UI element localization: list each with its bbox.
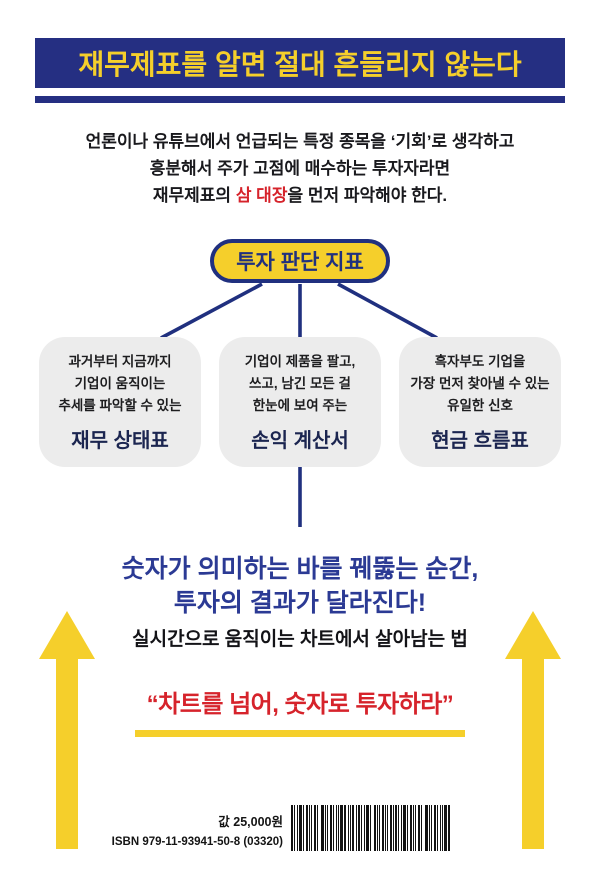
subheadline: 실시간으로 움직이는 차트에서 살아남는 법 bbox=[132, 629, 468, 650]
intro-line-3-suffix: 을 먼저 파악해야 한다. bbox=[287, 186, 448, 205]
intro-line-3-highlight: 삼 대장 bbox=[235, 186, 288, 205]
headline-line-1: 숫자가 의미하는 바를 꿰뚫는 순간, bbox=[121, 555, 479, 583]
banner-title: 재무제표를 알면 절대 흔들리지 않는다 bbox=[35, 38, 565, 88]
node-title: 재무 상태표 bbox=[71, 430, 169, 452]
intro-line-3-prefix: 재무제표의 bbox=[152, 186, 236, 205]
node-line: 추세를 파악할 수 있는 bbox=[58, 398, 182, 413]
headline-line-2: 투자의 결과가 달라진다! bbox=[173, 589, 427, 617]
footer-text: 값 25,000원 ISBN 979-11-93941-50-8 (03320) bbox=[112, 814, 283, 850]
price-label: 값 25,000원 bbox=[218, 815, 283, 829]
node-cash-flow: 흑자부도 기업을 가장 먼저 찾아낼 수 있는 유일한 신호 현금 흐름표 bbox=[399, 337, 561, 467]
node-line: 과거부터 지금까지 bbox=[68, 354, 172, 369]
quote: “차트를 넘어, 숫자로 투자하라” bbox=[146, 691, 454, 718]
node-income-statement: 기업이 제품을 팔고, 쓰고, 남긴 모든 걸 한눈에 보여 주는 손익 계산서 bbox=[219, 337, 381, 467]
node-title: 현금 흐름표 bbox=[431, 430, 529, 452]
intro-line-1: 언론이나 유튜브에서 언급되는 특정 종목을 ‘기회’로 생각하고 bbox=[85, 132, 515, 151]
node-line: 한눈에 보여 주는 bbox=[252, 398, 348, 413]
connector-right-line bbox=[337, 282, 438, 340]
intro-paragraph: 언론이나 유튜브에서 언급되는 특정 종목을 ‘기회’로 생각하고 흥분해서 주… bbox=[0, 128, 600, 209]
node-title: 손익 계산서 bbox=[251, 430, 349, 452]
node-line: 기업이 움직이는 bbox=[74, 376, 166, 391]
intro-line-3: 재무제표의 삼 대장을 먼저 파악해야 한다. bbox=[0, 182, 600, 209]
headline: 숫자가 의미하는 바를 꿰뚫는 순간, 투자의 결과가 달라진다! bbox=[0, 552, 600, 620]
banner-underline bbox=[35, 96, 565, 103]
isbn-label: ISBN 979-11-93941-50-8 (03320) bbox=[111, 836, 283, 848]
connector-left-line bbox=[160, 282, 263, 340]
node-line: 가장 먼저 찾아낼 수 있는 bbox=[410, 376, 550, 391]
node-balance-sheet: 과거부터 지금까지 기업이 움직이는 추세를 파악할 수 있는 재무 상태표 bbox=[39, 337, 201, 467]
intro-line-2: 흥분해서 주가 고점에 매수하는 투자자라면 bbox=[149, 159, 451, 178]
diagram-root-pill: 투자 판단 지표 bbox=[210, 239, 390, 283]
node-line: 쓰고, 남긴 모든 걸 bbox=[249, 376, 351, 391]
node-line: 흑자부도 기업을 bbox=[434, 354, 526, 369]
barcode bbox=[291, 805, 452, 851]
node-line: 유일한 신호 bbox=[447, 398, 513, 413]
node-line: 기업이 제품을 팔고, bbox=[244, 354, 356, 369]
quote-underline-bar bbox=[135, 730, 465, 737]
